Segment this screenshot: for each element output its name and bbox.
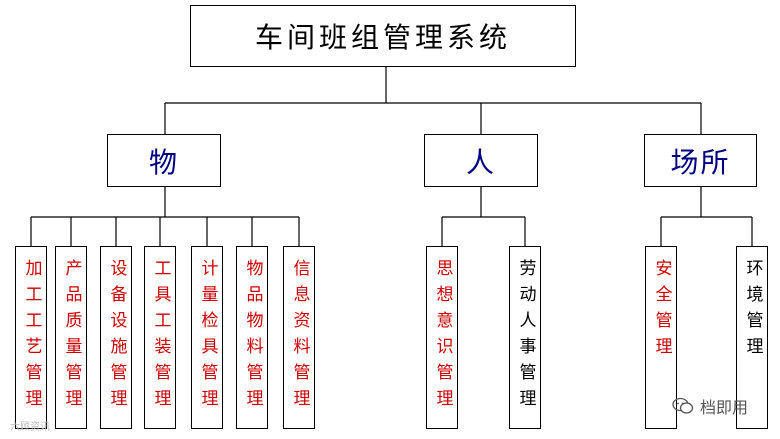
category-box-ren: 人 [424, 134, 538, 187]
leaf-box: 思想意识管理 [426, 246, 458, 429]
leaf-label: 信息资料管理 [289, 259, 310, 415]
leaf-box: 计量检具管理 [191, 246, 223, 429]
leaf-box: 设备设施管理 [100, 246, 132, 429]
leaf-label: 物品物料管理 [242, 259, 263, 415]
leaf-box: 产品质量管理 [55, 246, 87, 429]
leaf-label: 加工工艺管理 [21, 259, 42, 415]
category-label-changsuo: 场所 [670, 145, 731, 179]
watermark-right-text: 档即用 [700, 398, 749, 417]
leaf-box: 工具工装管理 [144, 246, 176, 429]
watermark-left-text: 六顾资讯 [10, 422, 50, 433]
leaf-box: 安全管理 [645, 246, 677, 429]
leaf-label: 环境管理 [742, 259, 763, 363]
leaf-box: 劳动人事管理 [509, 246, 541, 429]
leaf-box: 环境管理 [736, 246, 768, 429]
watermark-left: 六顾资讯 [10, 418, 50, 433]
category-label-ren: 人 [465, 145, 496, 179]
category-box-wu: 物 [107, 134, 221, 187]
leaf-label: 设备设施管理 [106, 259, 127, 415]
leaf-label: 工具工装管理 [150, 259, 171, 415]
system-title-box: 车间班组管理系统 [190, 5, 576, 67]
category-box-changsuo: 场所 [644, 134, 757, 187]
wechat-icon [672, 397, 694, 414]
watermark-right: 档即用 [672, 394, 748, 418]
system-title: 车间班组管理系统 [254, 21, 511, 54]
leaf-box: 物品物料管理 [236, 246, 268, 429]
leaf-label: 安全管理 [651, 259, 672, 363]
leaf-label: 思想意识管理 [432, 259, 453, 415]
leaf-label: 计量检具管理 [197, 259, 218, 415]
leaf-box: 信息资料管理 [283, 246, 315, 429]
category-label-wu: 物 [148, 145, 179, 179]
leaf-label: 产品质量管理 [61, 259, 82, 415]
leaf-label: 劳动人事管理 [515, 259, 536, 415]
leaf-box: 加工工艺管理 [15, 246, 47, 429]
